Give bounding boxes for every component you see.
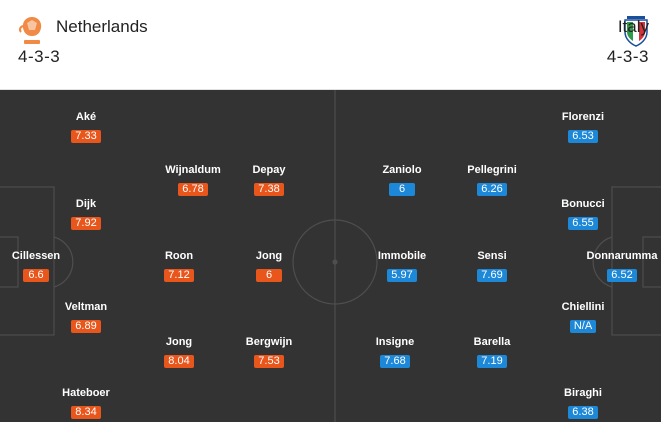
player-rating: 6.38 bbox=[568, 406, 598, 419]
player-name: Dijk bbox=[75, 198, 97, 210]
away-player-donnarumma[interactable]: Donnarumma 6.52 bbox=[584, 249, 660, 283]
player-name: Biraghi bbox=[564, 387, 602, 399]
away-player-sensi[interactable]: Sensi 7.69 bbox=[452, 249, 532, 283]
home-formation: 4-3-3 bbox=[18, 47, 61, 66]
player-name: Hateboer bbox=[62, 387, 110, 399]
home-player-jong-low[interactable]: Jong 8.04 bbox=[139, 335, 219, 369]
home-player-depay[interactable]: Depay 7.38 bbox=[229, 163, 309, 197]
away-team-name: Italy bbox=[617, 17, 649, 36]
away-player-immobile[interactable]: Immobile 5.97 bbox=[362, 249, 442, 283]
player-rating: 7.12 bbox=[164, 269, 194, 282]
player-name: Zaniolo bbox=[382, 164, 422, 176]
player-name: Veltman bbox=[64, 301, 108, 313]
away-player-pellegrini[interactable]: Pellegrini 6.26 bbox=[452, 163, 532, 197]
italy-shield-icon bbox=[624, 16, 648, 47]
player-name: Donnarumma bbox=[586, 250, 658, 262]
home-player-cillessen[interactable]: Cillessen 6.6 bbox=[0, 249, 72, 283]
player-name: Jong bbox=[165, 336, 193, 348]
player-name: Sensi bbox=[477, 250, 507, 262]
player-rating: 7.69 bbox=[477, 269, 507, 282]
home-player-ake[interactable]: Aké 7.33 bbox=[46, 110, 126, 144]
player-rating: 6.26 bbox=[477, 183, 507, 196]
player-rating: 7.68 bbox=[380, 355, 410, 368]
player-rating: 6.6 bbox=[23, 269, 49, 282]
home-player-dijk[interactable]: Dijk 7.92 bbox=[46, 197, 126, 231]
player-rating: 6 bbox=[256, 269, 282, 282]
player-name: Bonucci bbox=[561, 198, 605, 210]
player-name: Immobile bbox=[377, 250, 427, 262]
player-rating: 7.92 bbox=[71, 217, 101, 230]
home-team-name: Netherlands bbox=[56, 17, 148, 36]
player-name: Insigne bbox=[375, 336, 415, 348]
away-player-insigne[interactable]: Insigne 7.68 bbox=[355, 335, 435, 369]
player-name: Barella bbox=[473, 336, 511, 348]
away-formation: 4-3-3 bbox=[606, 47, 649, 66]
player-rating: N/A bbox=[569, 320, 597, 333]
home-player-bergwijn[interactable]: Bergwijn 7.53 bbox=[229, 335, 309, 369]
away-player-chiellini[interactable]: Chiellini N/A bbox=[543, 300, 623, 334]
player-rating: 6.89 bbox=[71, 320, 101, 333]
lion-crest-icon bbox=[18, 17, 42, 44]
player-rating: 6 bbox=[389, 183, 415, 196]
pitch: Aké 7.33 Wijnaldum 6.78 Depay 7.38 Dijk … bbox=[0, 90, 661, 422]
player-rating: 7.53 bbox=[254, 355, 284, 368]
home-player-hateboer[interactable]: Hateboer 8.34 bbox=[46, 386, 126, 420]
away-player-barella[interactable]: Barella 7.19 bbox=[452, 335, 532, 369]
player-rating: 7.38 bbox=[254, 183, 284, 196]
player-rating: 7.19 bbox=[477, 355, 507, 368]
home-player-veltman[interactable]: Veltman 6.89 bbox=[46, 300, 126, 334]
home-player-roon[interactable]: Roon 7.12 bbox=[139, 249, 219, 283]
player-name: Depay bbox=[252, 164, 286, 176]
player-rating: 8.34 bbox=[71, 406, 101, 419]
player-name: Jong bbox=[255, 250, 283, 262]
player-name: Florenzi bbox=[561, 111, 605, 123]
home-player-jong-mid[interactable]: Jong 6 bbox=[229, 249, 309, 283]
player-name: Bergwijn bbox=[245, 336, 293, 348]
player-name: Chiellini bbox=[561, 301, 605, 313]
player-rating: 8.04 bbox=[164, 355, 194, 368]
player-rating: 6.78 bbox=[178, 183, 208, 196]
home-player-wijnaldum[interactable]: Wijnaldum 6.78 bbox=[153, 163, 233, 197]
pitch-lines bbox=[0, 90, 661, 422]
player-name: Roon bbox=[164, 250, 194, 262]
away-player-biraghi[interactable]: Biraghi 6.38 bbox=[543, 386, 623, 420]
player-name: Aké bbox=[75, 111, 97, 123]
player-rating: 6.52 bbox=[607, 269, 637, 282]
away-player-zaniolo[interactable]: Zaniolo 6 bbox=[362, 163, 442, 197]
player-name: Cillessen bbox=[11, 250, 61, 262]
player-name: Wijnaldum bbox=[165, 164, 221, 176]
away-player-bonucci[interactable]: Bonucci 6.55 bbox=[543, 197, 623, 231]
player-name: Pellegrini bbox=[467, 164, 517, 176]
lineup-header: Netherlands 4-3-3 Italy 4-3-3 bbox=[0, 0, 661, 90]
player-rating: 5.97 bbox=[387, 269, 417, 282]
player-rating: 6.55 bbox=[568, 217, 598, 230]
player-rating: 7.33 bbox=[71, 130, 101, 143]
away-player-florenzi[interactable]: Florenzi 6.53 bbox=[543, 110, 623, 144]
player-rating: 6.53 bbox=[568, 130, 598, 143]
